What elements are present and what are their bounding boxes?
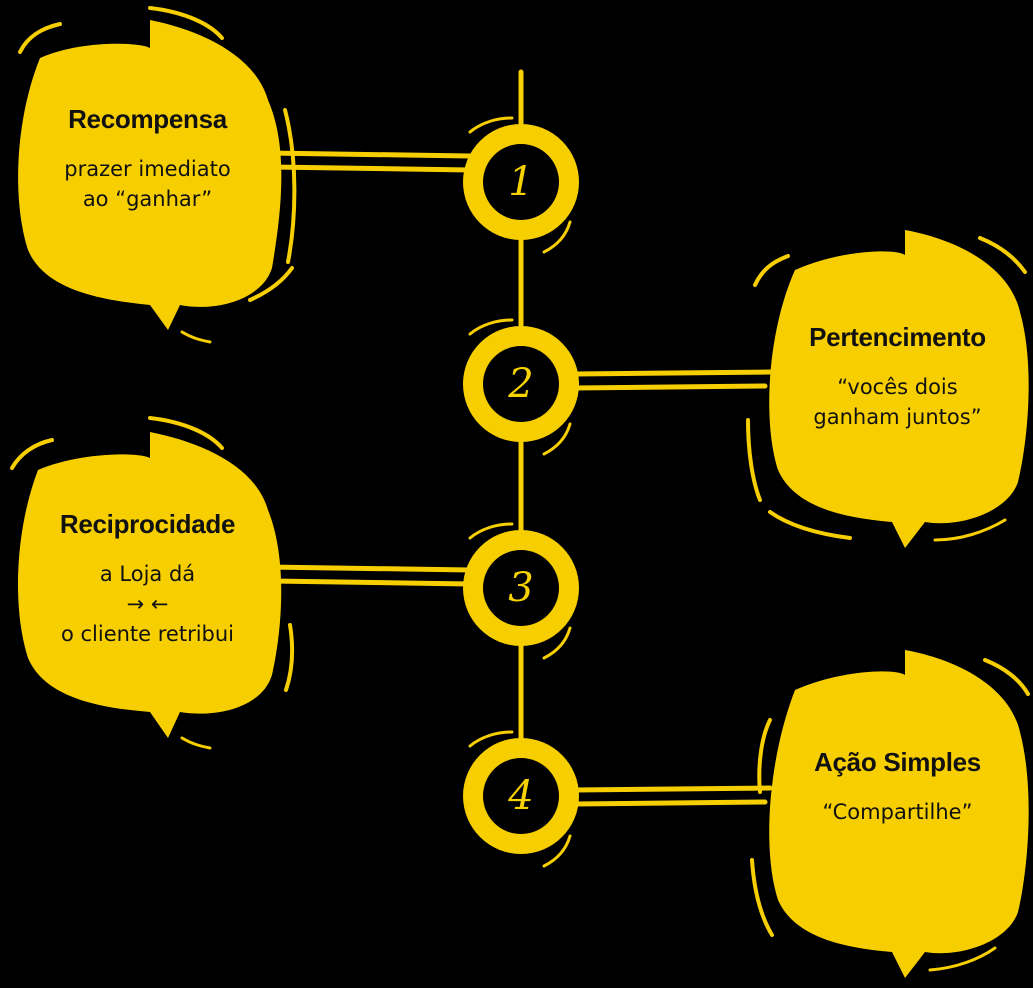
- step-title-2: Pertencimento: [809, 322, 986, 352]
- step-card-2: Pertencimento “vocês dois ganham juntos”: [780, 323, 1015, 432]
- step-number-3: 3: [508, 565, 534, 611]
- step-line: → ←: [126, 591, 169, 616]
- bubble-1: [18, 6, 297, 344]
- connector-3: [265, 564, 473, 587]
- step-circle-1: [463, 116, 579, 254]
- step-card-4: Ação Simples “Compartilhe”: [780, 748, 1015, 827]
- step-line: prazer imediato: [64, 156, 231, 181]
- bubble-3: [10, 416, 295, 750]
- connector-4: [572, 785, 773, 807]
- step-circle-2: [463, 318, 579, 456]
- step-line: o cliente retribui: [60, 621, 235, 646]
- bubble-4: [750, 650, 1030, 978]
- step-circle-3: [463, 522, 579, 660]
- step-card-3: Reciprocidade a Loja dá → ← o cliente re…: [30, 510, 265, 649]
- connector-2: [572, 369, 773, 391]
- step-description-1: prazer imediato ao “ganhar”: [30, 154, 265, 214]
- step-circle-4: [463, 730, 579, 868]
- step-line: ganham juntos”: [813, 404, 982, 429]
- step-title-1: Recompensa: [68, 104, 227, 134]
- step-number-2: 2: [508, 361, 534, 407]
- step-number-1: 1: [508, 159, 534, 205]
- step-description-4: “Compartilhe”: [780, 797, 1015, 827]
- step-line: ao “ganhar”: [82, 186, 213, 211]
- step-card-1: Recompensa prazer imediato ao “ganhar”: [30, 105, 265, 214]
- step-line: a Loja dá: [99, 561, 196, 586]
- step-title-3: Reciprocidade: [59, 509, 236, 539]
- bubble-2: [746, 230, 1029, 548]
- connector-1: [265, 150, 473, 173]
- step-description-3: a Loja dá → ← o cliente retribui: [30, 559, 265, 649]
- step-description-2: “vocês dois ganham juntos”: [780, 372, 1015, 432]
- step-title-4: Ação Simples: [814, 747, 981, 777]
- step-number-4: 4: [508, 773, 534, 819]
- step-line: “vocês dois: [837, 374, 958, 399]
- step-line: “Compartilhe”: [822, 799, 973, 824]
